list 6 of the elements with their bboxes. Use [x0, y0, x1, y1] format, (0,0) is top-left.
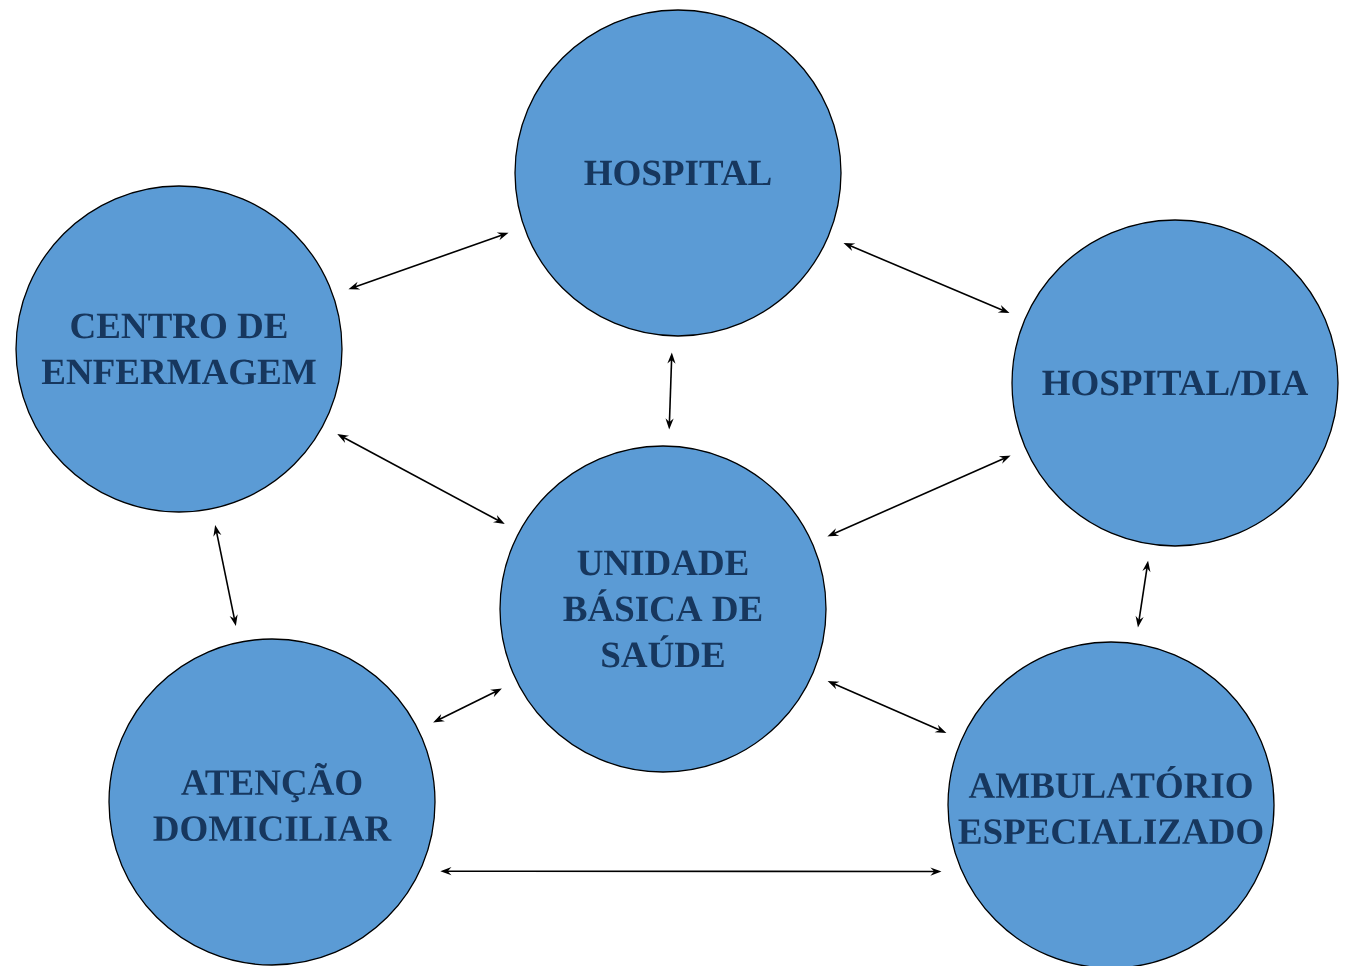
circle-node: HOSPITAL	[514, 9, 842, 337]
circle-node: CENTRO DE ENFERMAGEM	[15, 185, 343, 513]
circle-node: ATENÇÃO DOMICILIAR	[108, 638, 436, 966]
circle-node: UNIDADE BÁSICA DE SAÚDE	[499, 445, 827, 773]
circle-node: HOSPITAL/DIA	[1011, 219, 1339, 547]
circle-node: AMBULATÓRIO ESPECIALIZADO	[947, 641, 1275, 966]
